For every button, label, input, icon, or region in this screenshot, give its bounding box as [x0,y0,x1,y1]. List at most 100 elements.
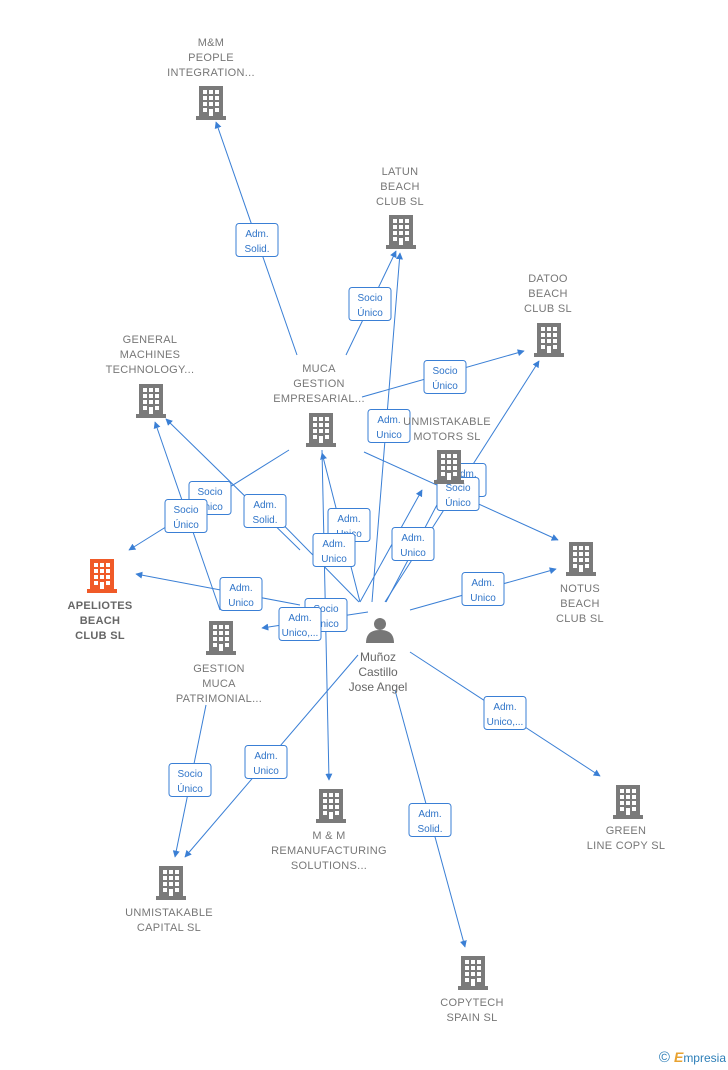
company-name-line: MUCA [302,363,336,375]
building-icon [458,956,488,990]
company-name-line: PEOPLE [188,52,234,64]
relation-label-text: Socio [432,366,457,377]
relation-label-text: Adm. [322,539,345,550]
relation-label-box [423,360,467,394]
company-name-line: APELIOTES [67,600,132,612]
company-name-line: BEACH [528,288,567,300]
relation-label-text: Socio [197,487,222,498]
relation-label-text: Adm. [453,469,476,480]
relation-label-text: Socio [173,505,198,516]
company-node-unm-capital[interactable]: UNMISTAKABLE CAPITAL SL [125,866,213,934]
relation-label-text: Adm. [493,702,516,713]
relation-label-text: Adm. [471,578,494,589]
company-name-line: CLUB SL [524,303,572,315]
relation-label-text: Socio [445,483,470,494]
building-icon [534,323,564,357]
company-name-line: GESTION [293,378,345,390]
relation-label-text: Solid. [252,515,277,526]
relation-label-text: Unico [321,554,347,565]
building-icon [613,785,643,819]
relation-label-text: Único [173,518,199,531]
building-icon [156,866,186,900]
relation-label[interactable]: Adm. Unico [244,745,288,779]
person-icon-body [366,630,394,643]
company-node-muca-gestion[interactable]: MUCA GESTION EMPRESARIAL... [273,363,365,447]
building-icon [87,559,117,593]
company-node-mm-reman[interactable]: M & MREMANUFACTURINGSOLUTIONS... [271,789,387,872]
company-name-line: MOTORS SL [413,431,480,443]
relation-label-box [278,607,322,641]
company-name-line: CLUB SL [75,630,125,642]
company-node-gestion-muca[interactable]: GESTIONMUCAPATRIMONIAL... [176,621,262,705]
relation-label-text: Socio [177,769,202,780]
relation-label[interactable]: Adm.Solid. [408,803,452,837]
relation-label-text: Unico [400,548,426,559]
relation-label-text: Unico [253,766,279,777]
relation-label-box [219,577,263,611]
relation-edge [359,489,423,603]
relation-label-text: Adm. [229,583,252,594]
company-name-line: EMPRESARIAL... [273,393,365,405]
copyright-icon: © [658,1049,670,1066]
relation-label-text: Adm. [401,533,424,544]
relation-label-text: Único [357,306,383,319]
relation-label-box [168,763,212,797]
relation-label[interactable]: Adm. Unico,... [278,607,322,641]
company-name-line: UNMISTAKABLE [403,416,491,428]
relation-label-text: Único [445,496,471,509]
building-icon [566,542,596,576]
relation-label[interactable]: Adm.Unico [219,577,263,611]
relation-label[interactable]: Adm.Unico,... [483,696,527,730]
company-name-line: BEACH [560,598,599,610]
company-node-unm-motors[interactable]: UNMISTAKABLE MOTORS SL [403,416,491,484]
relation-label-box [461,572,505,606]
company-node-mm-people[interactable]: M&MPEOPLEINTEGRATION... [167,37,255,120]
relation-label-text: Adm. [254,751,277,762]
relation-label[interactable]: Adm.Solid. [235,223,279,257]
edge-labels-layer: Adm.Solid.SocioÚnicoSocioÚnicoAdm.UnicoA… [164,223,527,837]
relation-edge [135,571,301,606]
relation-edge [165,418,301,551]
relation-label[interactable]: Adm.Unico [367,409,411,443]
relation-label-text: Adm. [377,415,400,426]
company-name-line: NOTUS [560,583,600,595]
relation-label[interactable]: Adm.Unico [461,572,505,606]
relation-label[interactable]: Adm. Unico [312,533,356,567]
relation-label-text: Unico,... [282,628,319,639]
building-icon [196,86,226,120]
relation-label-box [348,287,392,321]
relation-label-text: Adm. [245,229,268,240]
company-name-line: UNMISTAKABLE [125,907,213,919]
relation-label[interactable]: Adm.Solid. [243,494,287,528]
brand-name: mpresia [683,1051,726,1065]
relation-label[interactable]: Adm. Unico [391,527,435,561]
relation-label-box [408,803,452,837]
company-name-line: REMANUFACTURING [271,845,387,857]
relation-label-box [243,494,287,528]
company-name-line: CAPITAL SL [137,922,201,934]
relation-label-text: Adm. [337,514,360,525]
company-name-line: LATUN [382,166,419,178]
company-name-line: GREEN [606,825,647,837]
person-name-line: Jose Angel [349,680,408,694]
footer-brand[interactable]: ©Empresia [659,1049,726,1066]
company-name-line: BEACH [380,181,419,193]
company-node-general[interactable]: GENERALMACHINESTECHNOLOGY... [106,334,195,418]
relation-label-text: Socio [313,604,338,615]
relation-label-text: Adm. [288,613,311,624]
relation-label-box [367,409,411,443]
company-name-line: SOLUTIONS... [291,860,367,872]
